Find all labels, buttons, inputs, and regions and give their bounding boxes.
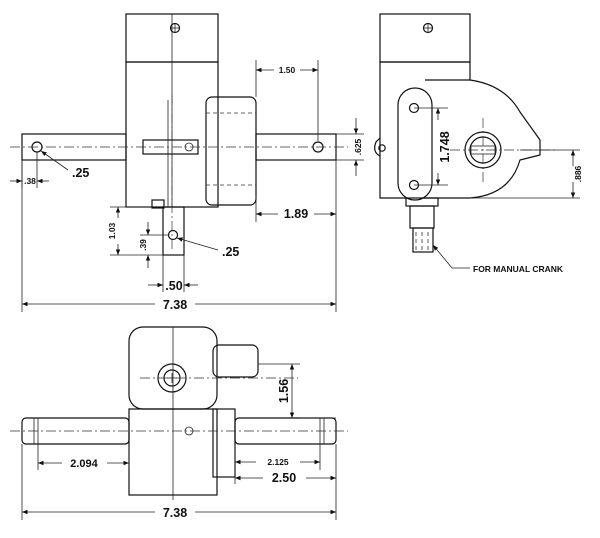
dim-0-39: .39 <box>138 239 148 251</box>
bottom-side-boss <box>212 344 259 378</box>
screw-head-icon <box>169 22 181 34</box>
shaft-key-slot <box>142 139 199 155</box>
dim-1-89: 1.89 <box>284 207 308 221</box>
dim-0-886: .886 <box>573 165 583 182</box>
dim-0-38: .38 <box>24 176 36 186</box>
dim-1-03: 1.03 <box>107 222 117 239</box>
shaft-hole-icon <box>167 229 179 241</box>
dim-2-50: 2.50 <box>272 471 296 485</box>
screw-head-icon <box>422 22 434 34</box>
dim-0-25-crank: .25 <box>222 245 239 259</box>
bottom-view: 1.56 2.094 2.125 2.50 7.38 <box>10 326 348 520</box>
side-top-block <box>379 13 471 63</box>
bottom-shaft-left <box>21 417 130 445</box>
dim-1-56: 1.56 <box>277 379 291 403</box>
dim-0-50: .50 <box>165 279 182 293</box>
dim-7-38-top: 7.38 <box>163 298 187 312</box>
dim-2-094: 2.094 <box>70 458 98 470</box>
side-body <box>379 61 541 199</box>
dim-0-25-hole: .25 <box>72 166 89 180</box>
dim-7-38-bottom: 7.38 <box>163 506 187 520</box>
dim-2-125: 2.125 <box>267 457 289 467</box>
side-bracket <box>397 87 433 201</box>
screw-head-icon <box>378 144 386 152</box>
dim-0-625: .625 <box>353 138 363 155</box>
front-view: 1.50 .625 .25 .38 1.89 1.03 .39 <box>10 13 364 312</box>
side-view: 1.748 .886 FOR MANUAL CRANK <box>374 13 583 274</box>
bottom-gear-cover <box>212 408 236 478</box>
dim-1-50: 1.50 <box>279 65 296 75</box>
crank-shaft <box>162 206 185 256</box>
dim-1-748: 1.748 <box>438 131 452 162</box>
manual-crank-note: FOR MANUAL CRANK <box>473 264 564 274</box>
